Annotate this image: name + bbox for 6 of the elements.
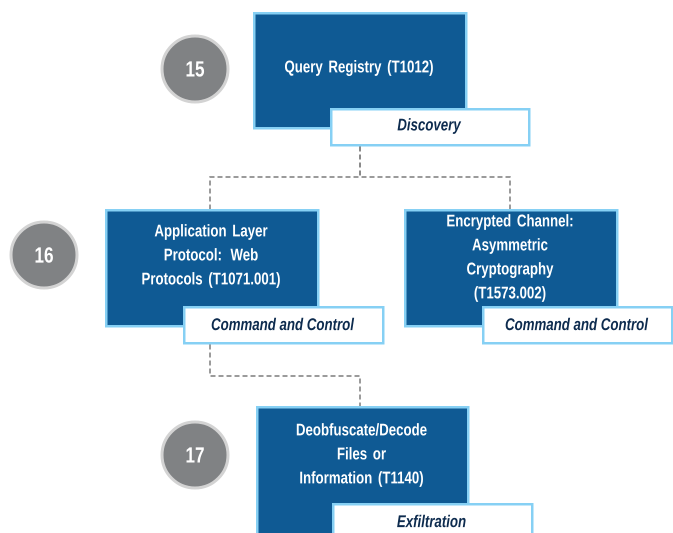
- tactic-label: Exfiltration: [332, 503, 534, 533]
- tactic-label: Command and Control: [183, 306, 384, 344]
- dashed-connector: [209, 344, 361, 406]
- tactic-label: Discovery: [330, 108, 530, 146]
- tactic-label: Command and Control: [482, 306, 673, 344]
- dashed-connector: [359, 146, 511, 209]
